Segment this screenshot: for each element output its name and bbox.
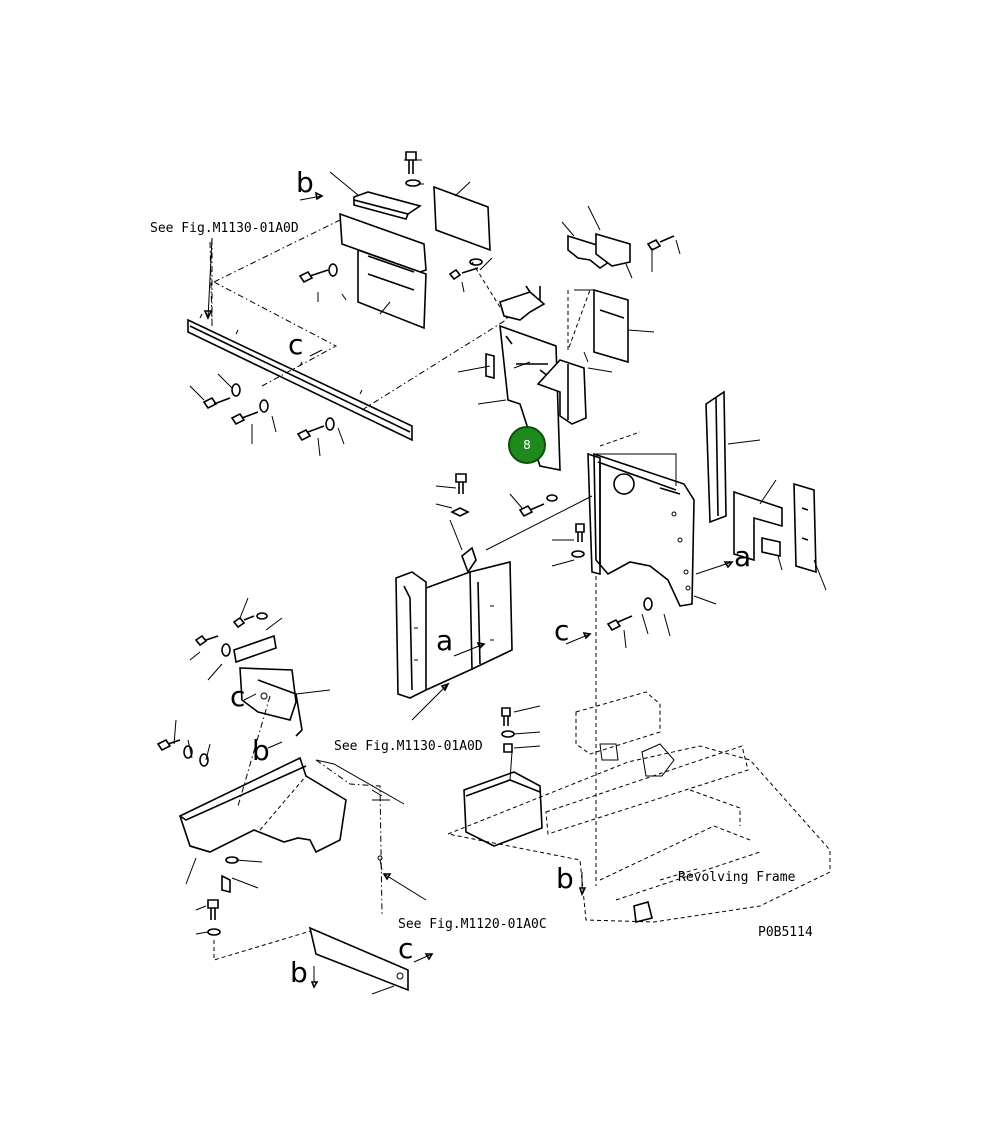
ref-fig-bottom: See Fig.M1120-01A0C [398, 917, 547, 932]
left-frame-assembly [395, 495, 593, 721]
callout-marker-8[interactable]: 8 [508, 426, 546, 464]
view-letter-b-left: b [252, 734, 270, 767]
view-letter-c-mid: c [554, 614, 569, 647]
view-letter-c-left: c [230, 680, 245, 713]
callout-number: 8 [523, 438, 531, 452]
view-letter-a-right: a [734, 540, 751, 573]
view-letter-c-top: c [288, 328, 303, 361]
view-letter-b-bottom: b [290, 956, 308, 989]
view-letter-c-bottom: c [398, 932, 413, 965]
view-letter-a-mid: a [436, 624, 453, 657]
frame-label: Revolving Frame [678, 870, 796, 885]
top-right-assembly [457, 205, 681, 471]
side-panel-assembly [435, 390, 827, 886]
lower-left-assembly [156, 597, 427, 995]
view-letter-b-frame: b [556, 862, 574, 895]
drawing-code: P0B5114 [758, 925, 813, 940]
view-letter-b-top: b [296, 166, 314, 199]
revolving-frame [446, 691, 831, 923]
top-left-assembly [187, 151, 507, 457]
ref-fig-mid: See Fig.M1130-01A0D [334, 739, 483, 754]
ref-fig-top: See Fig.M1130-01A0D [150, 221, 299, 236]
